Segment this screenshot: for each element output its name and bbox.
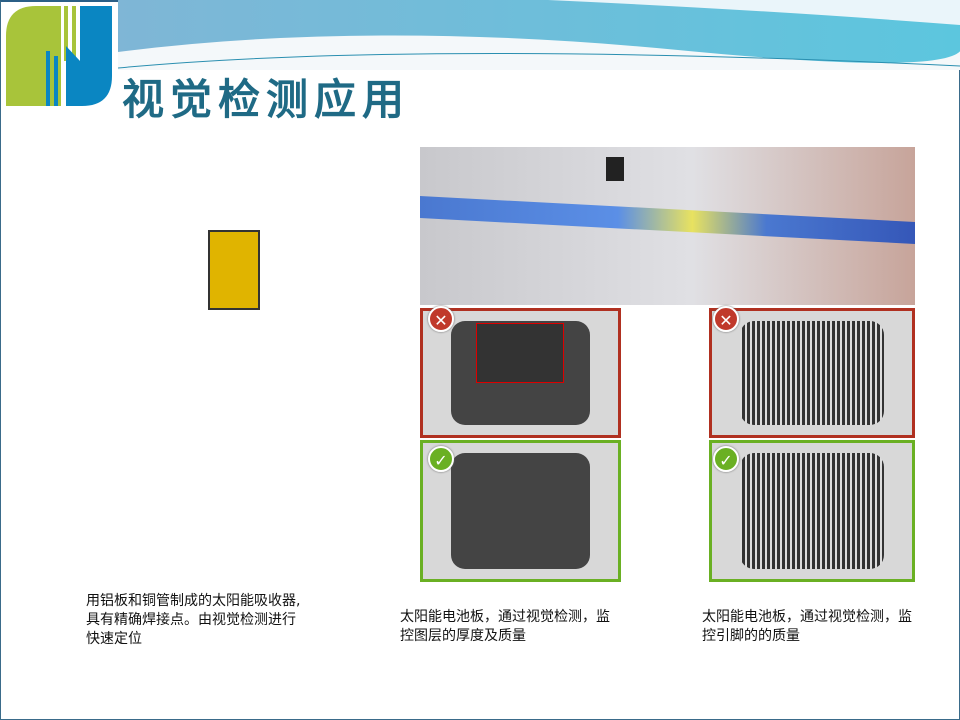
pins-pass-panel bbox=[709, 440, 915, 582]
coating-fail-panel bbox=[420, 308, 621, 438]
fail-icon: ✕ bbox=[713, 306, 739, 332]
camera-sensor bbox=[208, 230, 260, 310]
caption-line: 用铝板和铜管制成的太阳能吸收器, bbox=[86, 593, 301, 609]
coating-caption: 太阳能电池板，通过视觉检测，监 控图层的厚度及质量 bbox=[400, 608, 610, 646]
header-wave-banner bbox=[118, 0, 960, 70]
inspection-line-render bbox=[420, 147, 915, 305]
caption-line: 快速定位 bbox=[86, 631, 142, 647]
company-logo bbox=[6, 6, 112, 106]
absorber-photo bbox=[68, 218, 338, 572]
caption-line: 控引脚的的质量 bbox=[702, 628, 800, 644]
camera-icon bbox=[606, 157, 624, 181]
caption-line: 太阳能电池板，通过视觉检测，监 bbox=[702, 609, 912, 625]
pass-icon: ✓ bbox=[713, 446, 739, 472]
coating-pass-panel bbox=[420, 440, 621, 582]
pins-fail-panel bbox=[709, 308, 915, 438]
caption-line: 太阳能电池板，通过视觉检测，监 bbox=[400, 609, 610, 625]
absorber-caption: 用铝板和铜管制成的太阳能吸收器, 具有精确焊接点。由视觉检测进行 快速定位 bbox=[86, 592, 300, 649]
pins-caption: 太阳能电池板，通过视觉检测，监 控引脚的的质量 bbox=[702, 608, 912, 646]
page-title: 视觉检测应用 bbox=[122, 75, 411, 124]
fail-icon: ✕ bbox=[428, 306, 454, 332]
pass-icon: ✓ bbox=[428, 446, 454, 472]
caption-line: 控图层的厚度及质量 bbox=[400, 628, 526, 644]
caption-line: 具有精确焊接点。由视觉检测进行 bbox=[86, 612, 296, 628]
